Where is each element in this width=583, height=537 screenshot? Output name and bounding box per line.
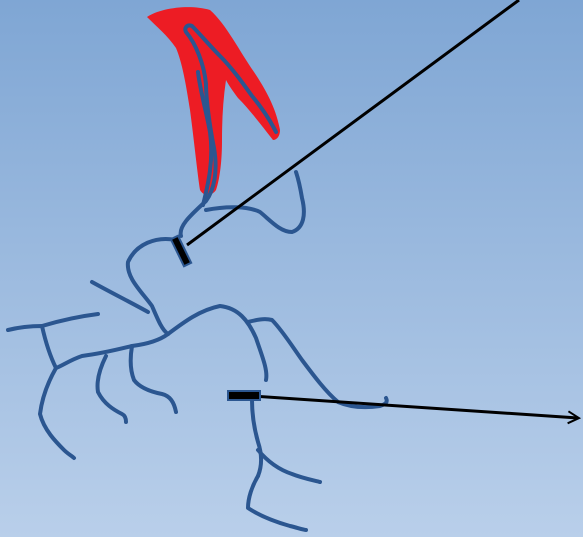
lower-marker xyxy=(228,391,260,400)
